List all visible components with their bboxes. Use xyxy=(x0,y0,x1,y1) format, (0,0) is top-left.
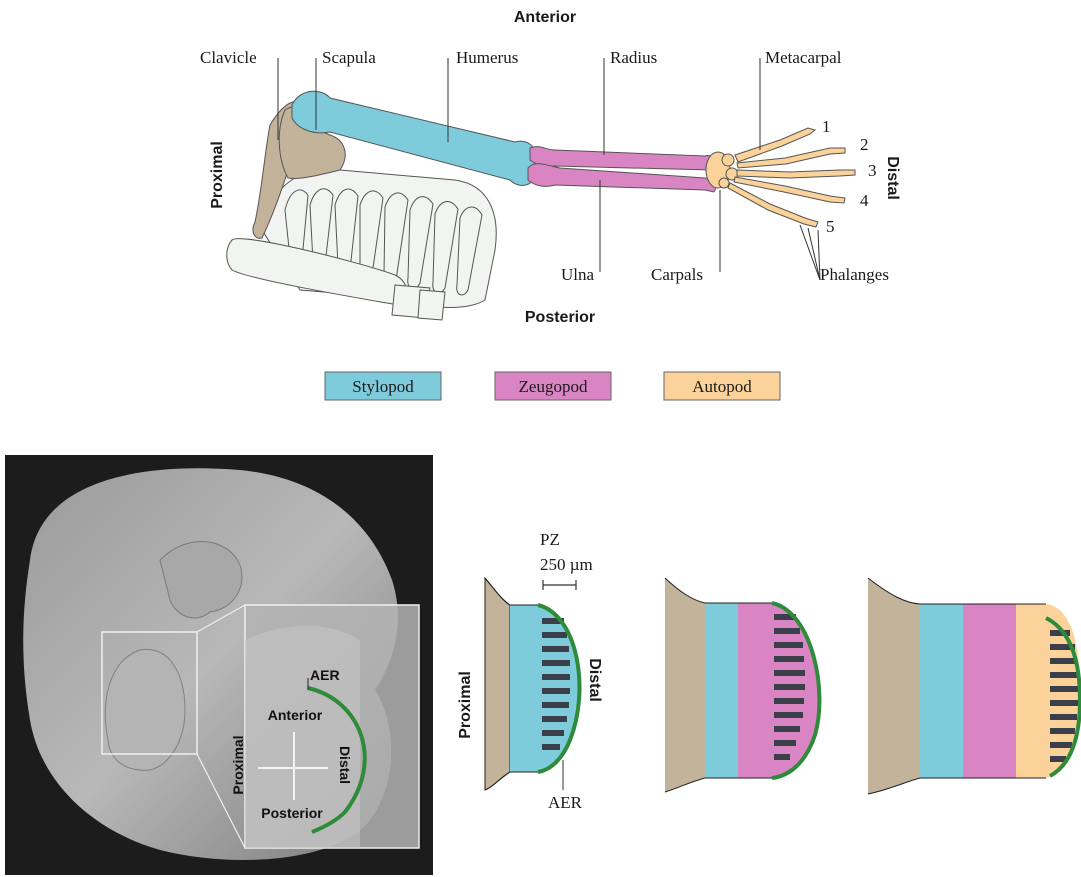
scale-label: 250 µm xyxy=(540,555,593,574)
embryo-proximal-label: Proximal xyxy=(230,735,246,794)
legend-zeugopod-label: Zeugopod xyxy=(519,377,588,396)
limb-bud-stage-2 xyxy=(665,578,819,792)
digit-5: 5 xyxy=(826,217,835,236)
stage-proximal-label: Proximal xyxy=(457,671,474,739)
phalanges-label: Phalanges xyxy=(820,265,889,284)
stage-distal-label: Distal xyxy=(586,658,603,702)
radius-bone xyxy=(530,147,716,170)
embryo-anterior-label: Anterior xyxy=(268,707,323,723)
legend-stylopod-label: Stylopod xyxy=(352,377,414,396)
digit-3: 3 xyxy=(868,161,877,180)
digit-2: 2 xyxy=(860,135,869,154)
scale-bar xyxy=(543,580,576,590)
embryo-posterior-label: Posterior xyxy=(261,805,323,821)
top-distal-label: Distal xyxy=(884,156,901,200)
limb-bud-stage-1: AER xyxy=(485,578,583,812)
pz-label: PZ xyxy=(540,530,560,549)
top-proximal-label: Proximal xyxy=(209,141,226,209)
top-posterior-label: Posterior xyxy=(525,309,595,326)
scapula-label: Scapula xyxy=(322,48,376,67)
radius-label: Radius xyxy=(610,48,657,67)
stage-aer-label: AER xyxy=(548,793,583,812)
digit-4: 4 xyxy=(860,191,869,210)
limb-bud-stage-3 xyxy=(868,578,1080,794)
clavicle-label: Clavicle xyxy=(200,48,257,67)
embryo-micrograph: AER Anterior Posterior Proximal Distal xyxy=(5,455,433,875)
digit-1: 1 xyxy=(822,117,831,136)
humerus-label: Humerus xyxy=(456,48,518,67)
embryo-distal-label: Distal xyxy=(337,746,353,784)
ulna-label: Ulna xyxy=(561,265,595,284)
carpals-label: Carpals xyxy=(651,265,703,284)
legend: Stylopod Zeugopod Autopod xyxy=(325,372,780,400)
hand-bones xyxy=(706,128,855,227)
metacarpal-label: Metacarpal xyxy=(765,48,842,67)
skeleton-diagram xyxy=(227,91,855,320)
embryo-aer-label: AER xyxy=(310,667,340,683)
legend-autopod-label: Autopod xyxy=(692,377,752,396)
top-anterior-label: Anterior xyxy=(514,9,576,26)
